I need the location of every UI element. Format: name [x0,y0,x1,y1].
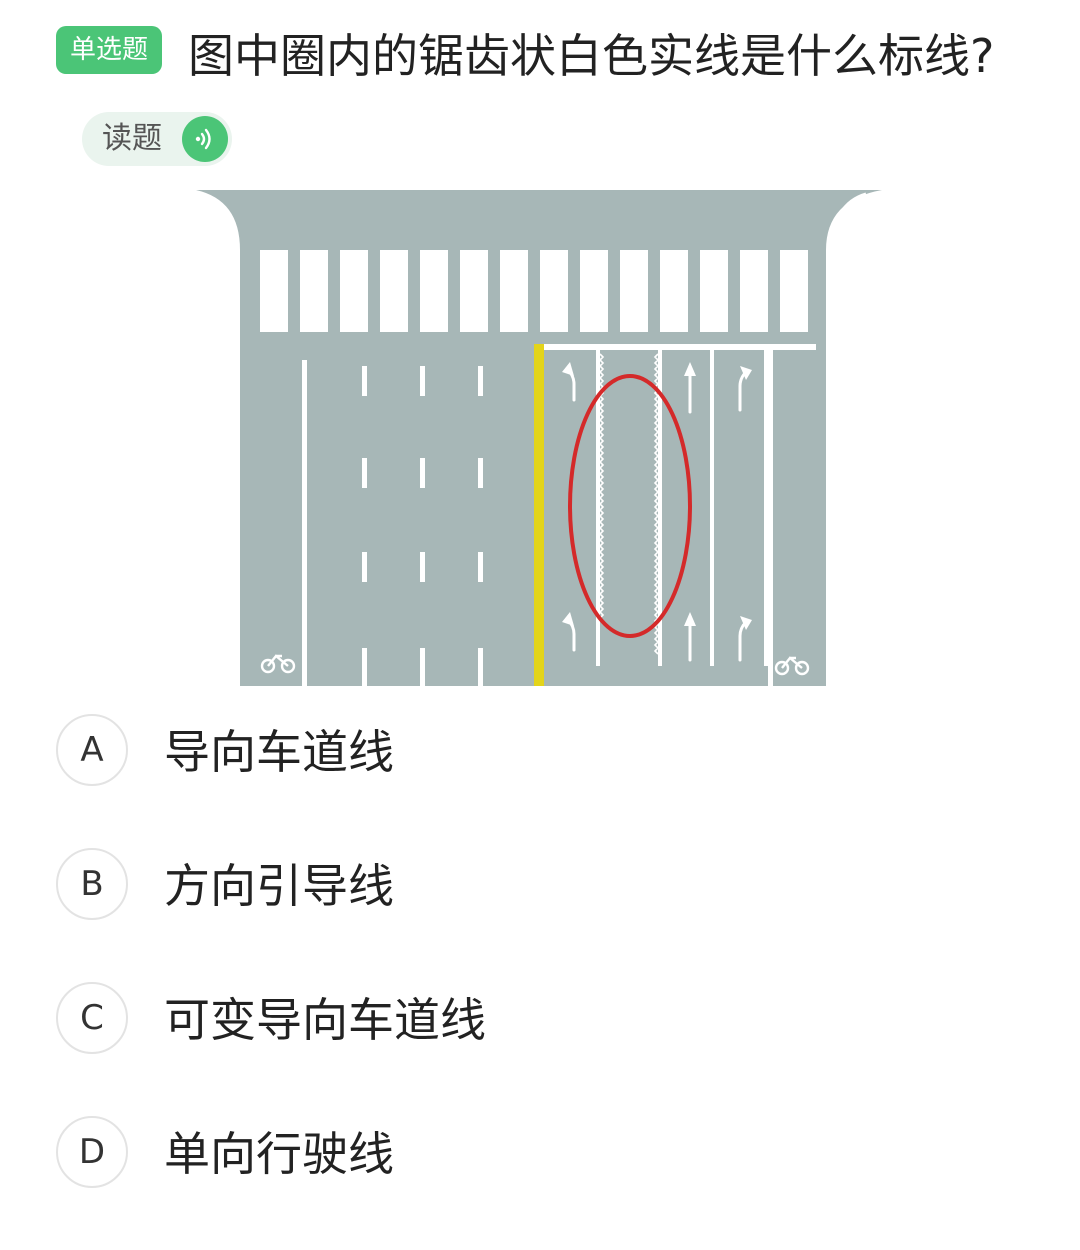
read-question-button[interactable]: 读题 [82,112,232,166]
option-text: 可变导向车道线 [164,993,486,1047]
option-letter: D [56,1116,128,1188]
option-letter: C [56,982,128,1054]
option-letter: B [56,848,128,920]
question-image [176,190,902,686]
options-list: A 导向车道线 B 方向引导线 C 可变导向车道线 D 单向行驶线 [56,714,1016,1250]
option-d[interactable]: D 单向行驶线 [56,1116,1016,1250]
option-b[interactable]: B 方向引导线 [56,848,1016,982]
option-text: 方向引导线 [164,859,394,913]
question-type-badge: 单选题 [56,26,163,74]
option-c[interactable]: C 可变导向车道线 [56,982,1016,1116]
question-text: 图中圈内的锯齿状白色实线是什么标线? [188,29,995,83]
option-text: 单向行驶线 [164,1127,394,1181]
question-header: 单选题图中圈内的锯齿状白色实线是什么标线? 读题 [56,14,1016,182]
read-question-label: 读题 [102,121,162,156]
option-a[interactable]: A 导向车道线 [56,714,1016,848]
option-letter: A [56,714,128,786]
sound-wave-icon [182,116,228,162]
option-text: 导向车道线 [164,725,394,779]
